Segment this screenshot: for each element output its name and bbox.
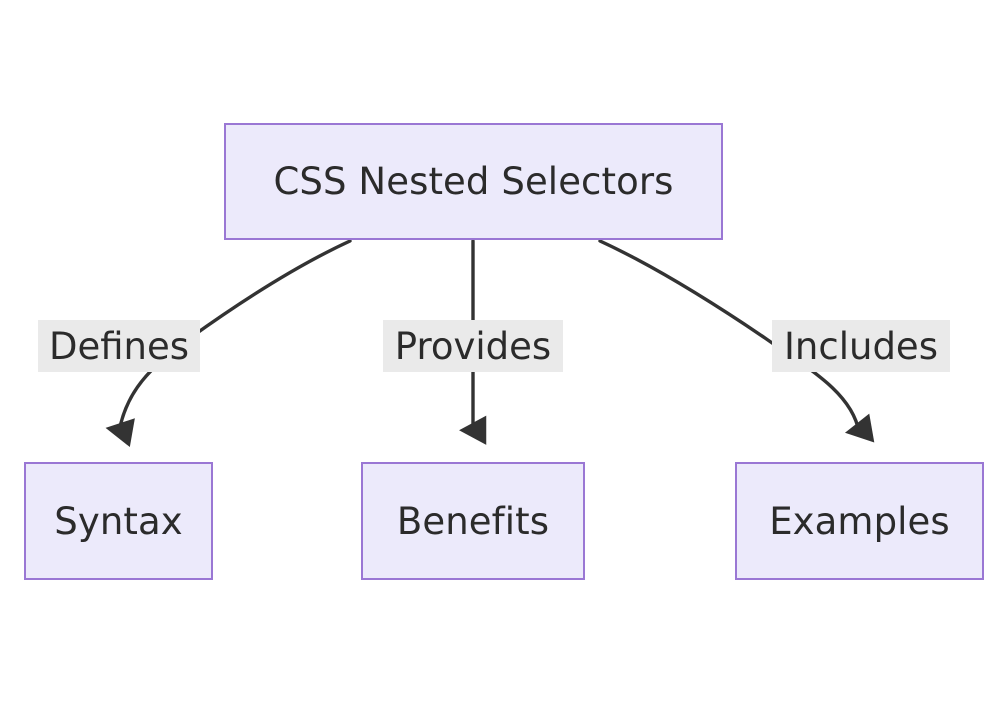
edge-label-defines: Defines bbox=[38, 320, 200, 372]
node-examples[interactable]: Examples bbox=[735, 462, 984, 580]
edge-label-provides-text: Provides bbox=[394, 324, 552, 368]
node-syntax[interactable]: Syntax bbox=[24, 462, 213, 580]
edge-label-provides: Provides bbox=[383, 320, 563, 372]
edge-label-includes-text: Includes bbox=[784, 324, 938, 368]
node-benefits[interactable]: Benefits bbox=[361, 462, 585, 580]
node-benefits-label: Benefits bbox=[396, 499, 550, 543]
edge-label-includes: Includes bbox=[772, 320, 950, 372]
edge-includes-path bbox=[598, 239, 875, 443]
node-examples-label: Examples bbox=[769, 499, 950, 543]
node-css-nested-selectors[interactable]: CSS Nested Selectors bbox=[224, 123, 723, 240]
edge-label-defines-text: Defines bbox=[48, 324, 190, 368]
node-root-label: CSS Nested Selectors bbox=[273, 160, 674, 203]
node-syntax-label: Syntax bbox=[54, 499, 183, 543]
